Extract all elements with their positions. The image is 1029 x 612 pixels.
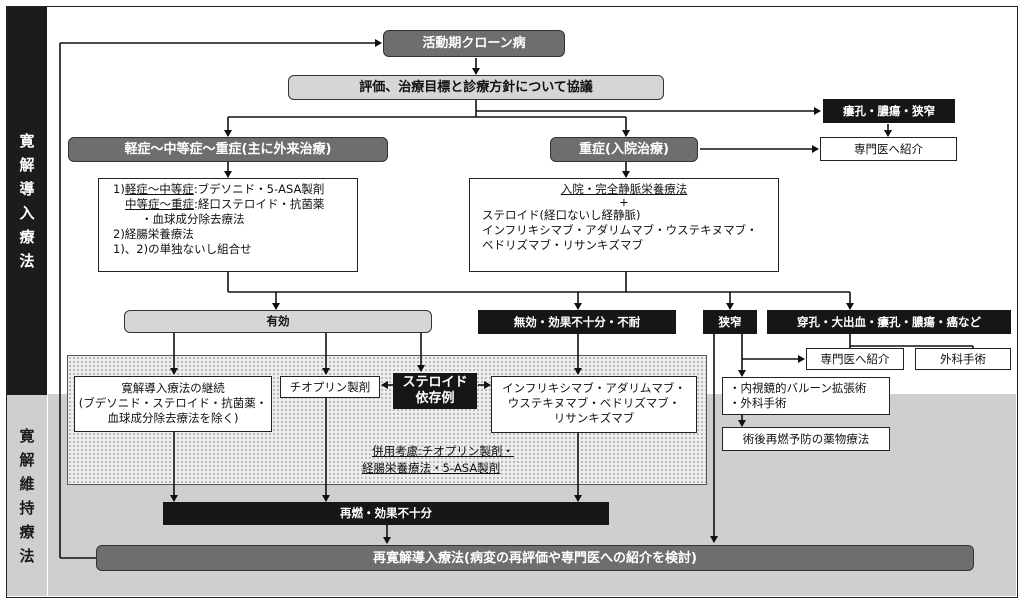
severe-header: 重症(入院治療) (550, 137, 698, 162)
active-crohns-title: 活動期クローン病 (383, 30, 565, 57)
postop-prevention-box: 術後再燃予防の薬物療法 (722, 427, 890, 451)
stenosis-box: 狭窄 (703, 310, 757, 334)
mild-line-3: ・血球成分除去療法 (141, 212, 245, 226)
induction-char: 法 (19, 252, 35, 270)
consultation-box: 評価、治療目標と診療方針について協議 (288, 75, 664, 100)
mild-treatment-box: 1)軽症～中等症:ブデソニド・5-ASA製剤 中等症～重症:経口ステロイド・抗菌… (98, 178, 358, 272)
induction-label: 寛 解 導 入 療 法 (7, 7, 47, 395)
continue-line-3: 血球成分除去療法を除く) (107, 411, 239, 425)
biologics-box: インフリキシマブ・アダリムマブ・ ウステキヌマブ・ベドリズマブ・ リサンキズマブ (491, 376, 697, 433)
endoscopic-line-2: ・外科手術 (729, 396, 787, 410)
endoscopic-line-1: ・内視鏡的バルーン拡張術 (729, 381, 867, 395)
maintenance-char: 法 (19, 546, 35, 565)
biologics-line-1: インフリキシマブ・アダリムマブ・ (502, 381, 686, 395)
mild-line-4: 2)経腸栄養療法 (113, 227, 194, 241)
mild-line-1: 1)軽症～中等症:ブデソニド・5-ASA製剤 (113, 182, 325, 196)
thiopurine-box: チオプリン製剤 (280, 376, 380, 398)
induction-char: 入 (19, 204, 35, 222)
severe-line-1: 入院・完全静脈栄養療法 (560, 182, 688, 196)
effective-bar: 有効 (124, 310, 432, 333)
continue-line-1: 寛解導入療法の継続 (121, 381, 225, 395)
severe-line-2: ステロイド(経口ないし経静脈) (482, 208, 641, 222)
maintenance-char: 療 (19, 522, 35, 541)
maintenance-char: 寛 (19, 426, 35, 445)
ineffective-box: 無効・効果不十分・不耐 (478, 310, 676, 334)
severe-line-3: インフリキシマブ・アダリムマブ・ウステキヌマブ・ (482, 223, 758, 237)
continue-induction-box: 寛解導入療法の継続 (ブデソニド・ステロイド・抗菌薬・ 血球成分除去療法を除く) (74, 376, 272, 432)
combined-line-2: 経腸栄養療法・5-ASA製剤 (362, 461, 501, 475)
steroid-dep-line-1: ステロイド (402, 375, 468, 390)
biologics-line-3: リサンキズマブ (553, 411, 635, 425)
maintenance-char: 解 (19, 450, 35, 469)
induction-char: 寛 (19, 132, 35, 150)
biologics-line-2: ウステキヌマブ・ベドリズマブ・ (507, 396, 681, 410)
surgery-box: 外科手術 (915, 348, 1011, 370)
fistula-top-box: 瘻孔・膿瘍・狭窄 (823, 99, 955, 123)
mild-line-2: 中等症～重症:経口ステロイド・抗菌薬 (125, 197, 325, 211)
induction-char: 解 (19, 156, 35, 174)
combined-line-1: 併用考慮:チオプリン製剤・ (372, 444, 514, 458)
mild-moderate-header: 軽症～中等症～重症(主に外来治療) (68, 137, 388, 162)
perforation-box: 穿孔・大出血・瘻孔・膿瘍・癌など (767, 310, 1011, 334)
relapse-box: 再燃・効果不十分 (163, 502, 609, 525)
maintenance-char: 持 (19, 498, 35, 517)
mild-line-5: 1)、2)の単独ないし組合せ (113, 242, 252, 256)
endoscopic-box: ・内視鏡的バルーン拡張術 ・外科手術 (722, 377, 890, 415)
maintenance-label: 寛 解 維 持 療 法 (7, 395, 48, 596)
reinduction-box: 再寛解導入療法(病変の再評価や専門医への紹介を検討) (96, 545, 974, 571)
specialist-referral-mid: 専門医へ紹介 (806, 348, 904, 370)
severe-plus: + (619, 195, 629, 209)
specialist-referral-top: 専門医へ紹介 (820, 137, 957, 161)
severe-treatment-box: 入院・完全静脈栄養療法 + ステロイド(経口ないし経静脈) インフリキシマブ・ア… (469, 178, 779, 272)
induction-char: 導 (19, 180, 35, 198)
severe-line-4: ベドリズマブ・リサンキズマブ (482, 238, 643, 252)
continue-line-2: (ブデソニド・ステロイド・抗菌薬・ (78, 396, 268, 410)
maintenance-char: 維 (19, 474, 35, 493)
steroid-dep-line-2: 依存例 (415, 391, 455, 406)
induction-char: 療 (19, 228, 35, 246)
steroid-dependent-box: ステロイド 依存例 (393, 373, 477, 409)
